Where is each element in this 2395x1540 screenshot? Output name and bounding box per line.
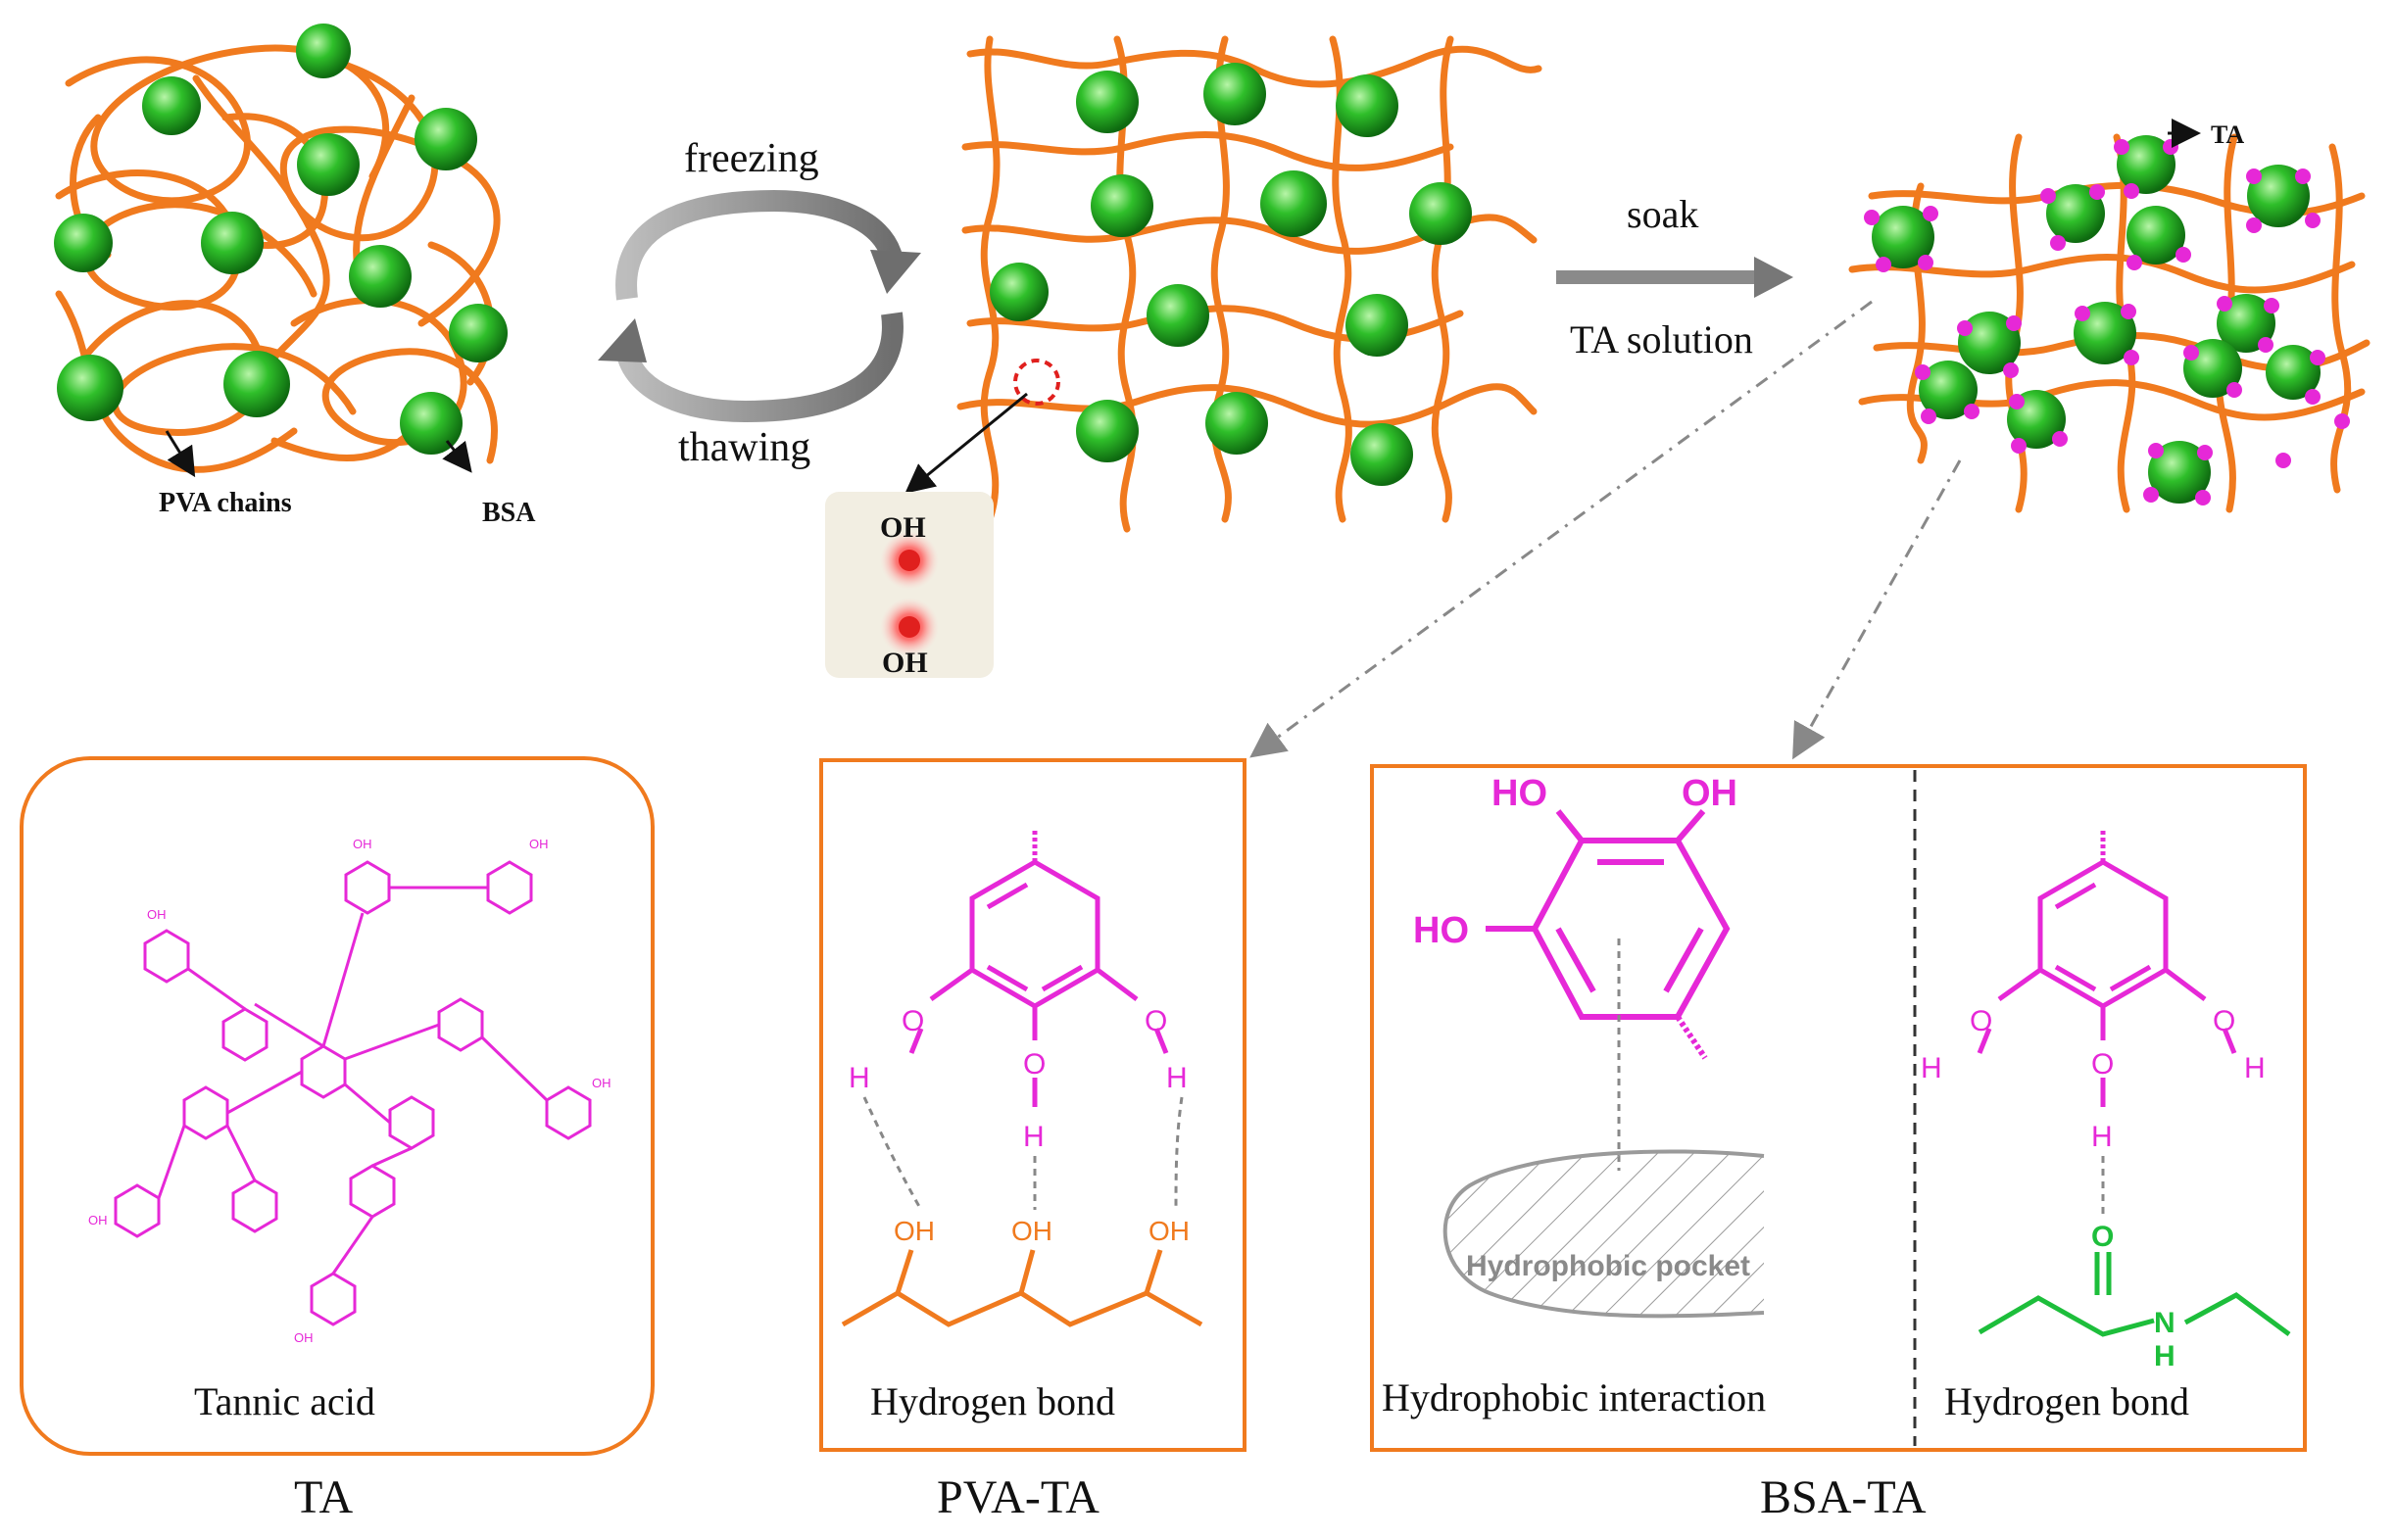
ta-panel: OH OH OH OH OH OH Tannic acid TA [20,756,655,1523]
pva-o-left: O [902,1005,924,1037]
bsa-label: BSA [482,498,536,528]
crosslinked-network: OH OH [825,35,1542,679]
pva-oh-1: OH [894,1216,935,1246]
bsa-spheres-initial [54,24,508,455]
amide-hydrogen-bond-caption: Hydrogen bond [1944,1379,2189,1423]
bsa-ta-panel: HO OH HO Hydrophobic pocket Hydrophobic … [1370,764,2307,1523]
ta-molecules [1864,139,2350,505]
pyrogallol-ring-amide [1977,831,2237,1107]
ta-oh-label-1: OH [147,907,167,922]
pyrogallol-ring-pva [908,831,1169,1107]
pva-hydrogen-bonds [862,1096,1184,1211]
bsa-o-left: O [1970,1005,1992,1037]
soak-step: soak TA solution [1556,192,1793,361]
pva-ta-atom-labels: O O O H H H [849,1005,1188,1153]
hydrophobic-ta-labels: HO OH HO [1413,773,1737,951]
ta-oh-label-2: OH [353,837,372,851]
ta-marker-label: TA [2211,120,2244,149]
bsa-o-mid: O [2091,1048,2114,1081]
pva-chains-label: PVA chains [159,488,292,518]
freezing-label: freezing [684,136,819,181]
pva-o-mid: O [1023,1048,1046,1081]
freeze-thaw-cycle: freezing thawing [598,136,921,470]
crosslink-highlight-circle [1013,359,1060,406]
ta-panel-title: TA [294,1471,353,1523]
pyrogallol-ring-hydrophobic [1486,809,1731,1060]
hydrophobic-pocket [1442,1149,1765,1319]
bsa-h-right: H [2244,1052,2266,1084]
pva-ta-caption: Hydrogen bond [870,1379,1115,1423]
oh-top-label: OH [880,511,926,544]
pva-oh-2: OH [1011,1216,1052,1246]
thawing-label: thawing [678,425,810,470]
amide-o-label: O [2091,1221,2114,1253]
ta-solution-label: TA solution [1570,317,1753,361]
hydrophobic-interaction-caption: Hydrophobic interaction [1382,1375,1766,1420]
oh-bottom-label: OH [882,647,928,679]
soak-label: soak [1627,192,1698,236]
ta-hydroxyl-labels: OH OH OH OH OH OH [88,837,611,1345]
bsa-spheres-crosslinked [990,63,1472,486]
pva-h-left: H [849,1062,870,1094]
cycle-arrow-left-head [598,318,647,362]
bsa-ta-title: BSA-TA [1760,1471,1927,1523]
bsa-oh-top: OH [1682,773,1737,814]
amide-fragment [1978,1252,2291,1337]
zoom-pointers [1249,300,1962,760]
pva-ta-panel: O O O H H H OH OH OH Hydrogen bond PVA-T… [819,758,1246,1523]
soak-arrow-head [1754,257,1793,298]
bsa-o-right: O [2213,1005,2235,1037]
pva-hydroxyl-labels: OH OH OH [894,1216,1190,1246]
amide-h-label: H [2154,1340,2175,1372]
bsa-h-left: H [1921,1052,1942,1084]
tannic-acid-structure [114,860,592,1326]
pva-ta-title: PVA-TA [937,1471,1100,1523]
initial-network: PVA chains BSA [54,24,536,528]
amide-ta-atom-labels: O O O H H H [1921,1005,2266,1153]
pva-oh-bonds [895,1249,1163,1294]
amide-n-label: N [2154,1307,2175,1339]
ta-loaded-network: TA [1848,119,2371,513]
ta-oh-label-3: OH [529,837,549,851]
hydrophobic-pocket-label: Hydrophobic pocket [1466,1250,1750,1282]
pva-chains-crosslinked [956,35,1542,533]
bsa-ho-top: HO [1491,773,1547,814]
pva-oh-3: OH [1149,1216,1190,1246]
ta-oh-label-6: OH [294,1330,314,1345]
cycle-arrow-right-head [870,250,921,294]
ta-panel-caption: Tannic acid [194,1379,375,1423]
ta-oh-label-5: OH [88,1213,108,1227]
pva-o-right: O [1145,1005,1167,1037]
pva-h-mid: H [1023,1121,1045,1153]
pva-backbone [841,1290,1203,1327]
bsa-h-mid: H [2091,1121,2113,1153]
ta-oh-label-4: OH [592,1076,611,1090]
bsa-ho-left: HO [1413,910,1469,951]
pva-h-right: H [1166,1062,1188,1094]
